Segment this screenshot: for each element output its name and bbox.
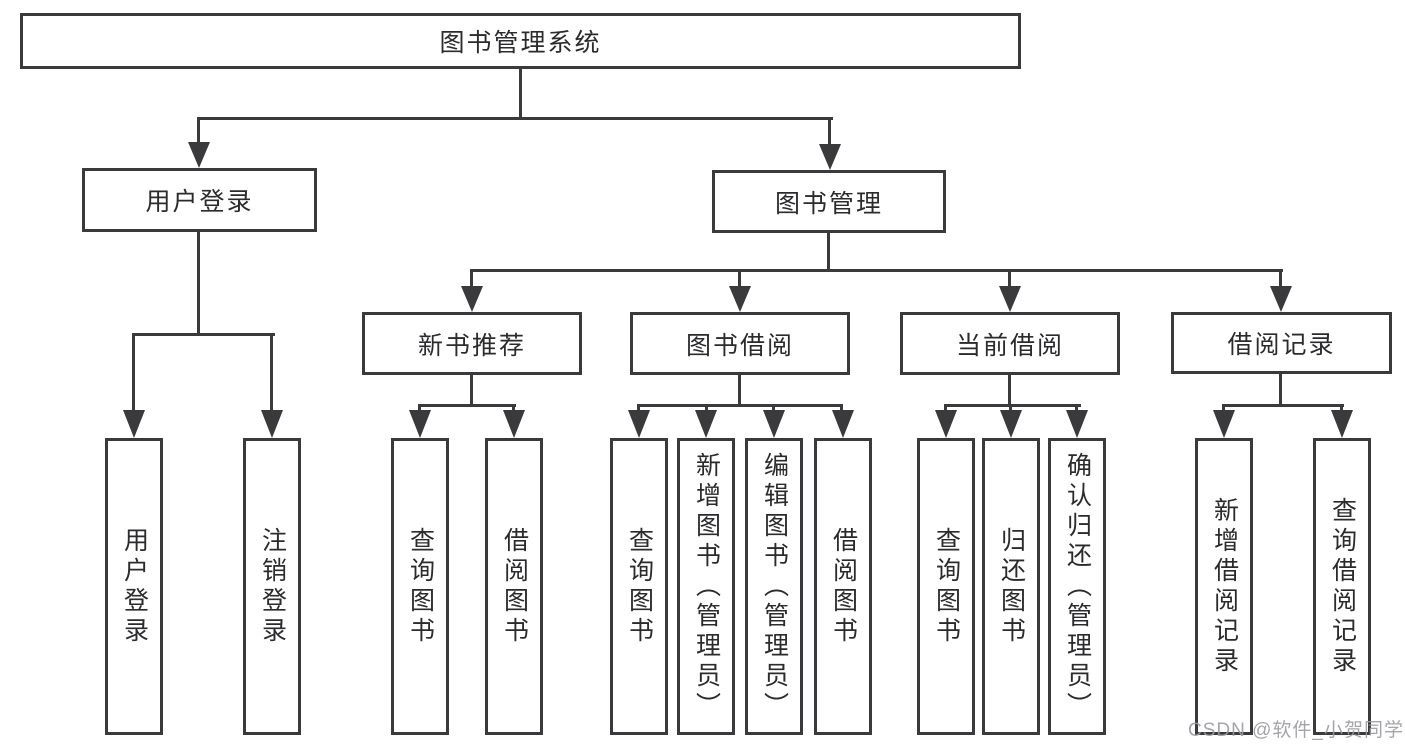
connector-new-book-rec-stub	[470, 373, 473, 407]
node-library-management-system: 图书管理系统	[20, 13, 1021, 69]
connector-to-book-borrow	[738, 269, 741, 288]
connector-stem-bb-3	[772, 404, 775, 414]
node-book-management: 图书管理	[712, 170, 946, 233]
node-user-login: 用户登录	[82, 168, 317, 232]
connector-borrow-record-horizontal	[1222, 404, 1344, 407]
leaf-logout: 注销登录	[243, 438, 301, 735]
node-current-borrowing: 当前借阅	[900, 312, 1120, 375]
leaf-bb-borrow-book: 借阅图书	[814, 438, 872, 735]
arrowhead-new-book-rec	[461, 286, 483, 312]
connector-root-to-user-login	[197, 117, 200, 145]
connector-book-borrow-horizontal	[637, 404, 843, 407]
connector-user-login-horizontal	[132, 333, 275, 336]
leaf-nbr-borrow-book: 借阅图书	[485, 438, 543, 735]
arrowhead-bb-add-book	[695, 410, 717, 438]
arrowhead-leaf-user-login	[123, 410, 145, 438]
node-book-borrowing: 图书借阅	[630, 312, 850, 375]
connector-stem-nbr-1	[418, 404, 421, 414]
connector-user-login-stub	[197, 230, 200, 336]
connector-to-new-book-rec	[470, 269, 473, 288]
arrowhead-bb-query-book	[628, 410, 650, 438]
connector-current-borrow-horizontal	[944, 404, 1081, 407]
leaf-user-login: 用户登录	[105, 438, 163, 735]
connector-current-borrow-stub	[1008, 373, 1011, 407]
arrowhead-current-borrow	[999, 286, 1021, 312]
connector-stem-cb-3	[1075, 404, 1078, 414]
connector-to-leaf-user-login	[132, 333, 135, 411]
arrowhead-book-mgmt	[819, 144, 841, 170]
connector-stem-bb-2	[705, 404, 708, 414]
arrowhead-cb-return-book	[1000, 410, 1022, 438]
connector-book-mgmt-horizontal	[470, 269, 1283, 272]
arrowhead-bb-edit-book	[763, 410, 785, 438]
connector-book-mgmt-stub	[827, 231, 830, 272]
arrowhead-borrow-record	[1270, 286, 1292, 312]
leaf-br-add-borrow-record: 新增借阅记录	[1195, 438, 1253, 735]
connector-stem-cb-2	[1009, 404, 1012, 414]
connector-new-book-rec-horizontal	[418, 404, 516, 407]
leaf-bb-edit-book-admin: 编辑图书（管理员）	[745, 438, 803, 735]
connector-to-current-borrow	[1008, 269, 1011, 288]
arrowhead-br-query-record	[1331, 410, 1353, 438]
leaf-cb-confirm-return-admin: 确认归还（管理员）	[1048, 438, 1106, 735]
node-borrowing-records: 借阅记录	[1171, 312, 1392, 374]
connector-root-to-book-mgmt	[828, 117, 831, 147]
connector-stem-bb-4	[840, 404, 843, 414]
connector-borrow-record-stub	[1279, 373, 1282, 407]
arrowhead-cb-query-book	[935, 410, 957, 438]
arrowhead-br-add-record	[1213, 410, 1235, 438]
node-new-book-recommend: 新书推荐	[362, 312, 582, 375]
arrowhead-user-login	[188, 142, 210, 168]
leaf-bb-query-book: 查询图书	[610, 438, 668, 735]
connector-stem-bb-1	[637, 404, 640, 414]
leaf-nbr-query-book: 查询图书	[391, 438, 449, 735]
connector-stem-br-1	[1222, 404, 1225, 414]
arrowhead-nbr-borrow-book	[503, 410, 525, 438]
arrowhead-nbr-query-book	[409, 410, 431, 438]
arrowhead-book-borrow	[729, 286, 751, 312]
leaf-cb-return-book: 归还图书	[982, 438, 1040, 735]
arrowhead-leaf-logout	[261, 410, 283, 438]
connector-root-horizontal	[197, 117, 833, 120]
connector-book-borrow-stub	[738, 373, 741, 407]
leaf-cb-query-book: 查询图书	[917, 438, 975, 735]
arrowhead-bb-borrow-book	[832, 410, 854, 438]
connector-to-borrow-record	[1279, 269, 1282, 288]
arrowhead-cb-confirm-return	[1066, 410, 1088, 438]
connector-root-stub	[519, 66, 522, 119]
connector-to-leaf-logout	[270, 333, 273, 411]
leaf-bb-add-book-admin: 新增图书（管理员）	[677, 438, 735, 735]
connector-stem-cb-1	[944, 404, 947, 414]
csdn-watermark: CSDN @软件_小贺同学	[1188, 720, 1404, 741]
leaf-br-query-borrow-record: 查询借阅记录	[1313, 438, 1371, 735]
connector-stem-nbr-2	[512, 404, 515, 414]
connector-stem-br-2	[1340, 404, 1343, 414]
